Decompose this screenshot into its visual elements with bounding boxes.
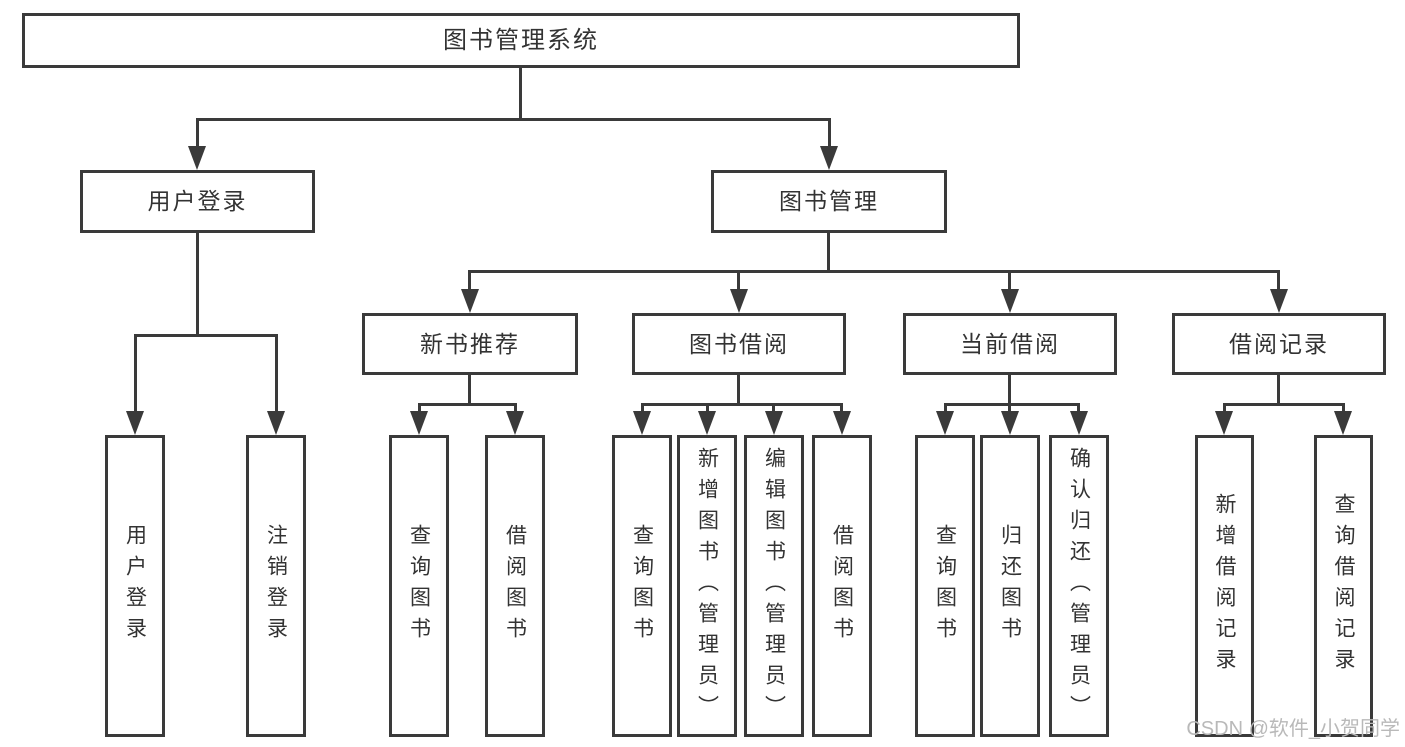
edge-user-login-stub xyxy=(134,334,137,412)
leaf-user-login: 用户登录 xyxy=(105,435,165,737)
arrowhead-down-icon xyxy=(506,411,524,435)
edge-recommend-stub xyxy=(418,403,421,413)
arrowhead-down-icon xyxy=(765,411,783,435)
arrowhead-down-icon xyxy=(1215,411,1233,435)
edge-borrowing-vline xyxy=(737,375,740,405)
edge-user-login-hline xyxy=(134,334,278,337)
edge-records-stub xyxy=(1223,403,1226,413)
leaf-add-book-admin: 新增图书（管理员） xyxy=(677,435,737,737)
edge-user-login-vline xyxy=(196,233,199,336)
leaf-confirm-return-admin: 确认归还（管理员） xyxy=(1049,435,1109,737)
leaf-return-book: 归还图书 xyxy=(980,435,1040,737)
arrowhead-down-icon xyxy=(461,289,479,313)
leaf-query-books-borrowing: 查询图书 xyxy=(612,435,672,737)
edge-borrowing-stub xyxy=(772,403,775,413)
edge-current-stub xyxy=(1008,403,1011,413)
edge-current-stub xyxy=(944,403,947,413)
edge-borrowing-stub xyxy=(706,403,709,413)
arrowhead-down-icon xyxy=(820,146,838,170)
csdn-watermark: CSDN @软件_小贺同学 xyxy=(1186,718,1400,740)
arrowhead-down-icon xyxy=(730,289,748,313)
edge-root-vline xyxy=(519,68,522,120)
leaf-query-books-current: 查询图书 xyxy=(915,435,975,737)
arrowhead-down-icon xyxy=(1270,289,1288,313)
edge-book-mgmt-stub xyxy=(1008,270,1011,291)
leaf-add-borrow-record: 新增借阅记录 xyxy=(1195,435,1254,737)
edge-current-vline xyxy=(1008,375,1011,405)
edge-recommend-hline xyxy=(418,403,517,406)
leaf-edit-book-admin: 编辑图书（管理员） xyxy=(744,435,804,737)
arrowhead-down-icon xyxy=(1001,289,1019,313)
arrowhead-down-icon xyxy=(936,411,954,435)
arrowhead-down-icon xyxy=(698,411,716,435)
leaf-borrow-books-borrowing: 借阅图书 xyxy=(812,435,872,737)
arrowhead-down-icon xyxy=(1070,411,1088,435)
edge-borrowing-stub xyxy=(641,403,644,413)
node-book-borrowing: 图书借阅 xyxy=(632,313,846,375)
arrowhead-down-icon xyxy=(1334,411,1352,435)
edge-book-mgmt-stub xyxy=(468,270,471,291)
leaf-query-borrow-record: 查询借阅记录 xyxy=(1314,435,1373,737)
node-book-management: 图书管理 xyxy=(711,170,947,233)
arrowhead-down-icon xyxy=(1001,411,1019,435)
edge-user-login-stub xyxy=(275,334,278,412)
edge-borrowing-hline xyxy=(641,403,843,406)
edge-book-mgmt-vline xyxy=(827,233,830,272)
node-user-login: 用户登录 xyxy=(80,170,315,233)
edge-recommend-vline xyxy=(468,375,471,405)
edge-current-hline xyxy=(944,403,1080,406)
leaf-logout: 注销登录 xyxy=(246,435,306,737)
edge-recommend-stub xyxy=(514,403,517,413)
edge-book-mgmt-stub xyxy=(1277,270,1280,291)
edge-records-hline xyxy=(1223,403,1345,406)
edge-book-mgmt-hline xyxy=(468,270,1280,273)
edge-root-hline xyxy=(196,118,831,121)
leaf-query-books-recommend: 查询图书 xyxy=(389,435,449,737)
arrowhead-down-icon xyxy=(833,411,851,435)
edge-root-left-stub xyxy=(196,118,199,148)
leaf-borrow-books-recommend: 借阅图书 xyxy=(485,435,545,737)
arrowhead-down-icon xyxy=(410,411,428,435)
node-new-book-recommendation: 新书推荐 xyxy=(362,313,578,375)
arrowhead-down-icon xyxy=(267,411,285,435)
node-borrowing-records: 借阅记录 xyxy=(1172,313,1386,375)
arrowhead-down-icon xyxy=(188,146,206,170)
arrowhead-down-icon xyxy=(126,411,144,435)
edge-records-stub xyxy=(1342,403,1345,413)
edge-records-vline xyxy=(1277,375,1280,405)
edge-borrowing-stub xyxy=(840,403,843,413)
node-library-management-system: 图书管理系统 xyxy=(22,13,1020,68)
edge-current-stub xyxy=(1077,403,1080,413)
edge-book-mgmt-stub xyxy=(737,270,740,291)
edge-root-right-stub xyxy=(828,118,831,148)
node-current-borrowing: 当前借阅 xyxy=(903,313,1117,375)
arrowhead-down-icon xyxy=(633,411,651,435)
